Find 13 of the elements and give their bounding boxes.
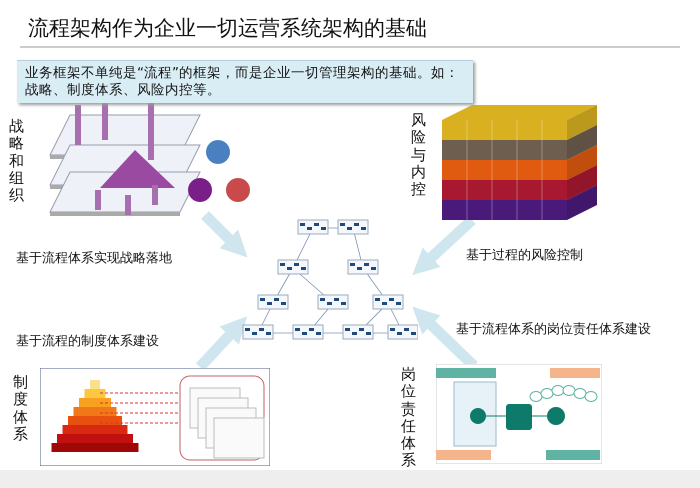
edge-label: 基于过程的风险控制 — [464, 246, 585, 264]
note-banner: 业务框架不单纯是“流程”的框架，而是企业一切管理架构的基础。如：战略、制度体系、风险内控等。 — [17, 60, 473, 103]
title: 流程架构作为企业一切运营系统架构的基础 — [28, 15, 427, 42]
vertical-label: 岗位责任体系 — [401, 366, 416, 470]
vertical-label: 制度体系 — [13, 374, 28, 443]
vertical-label: 风险与内控 — [411, 112, 426, 198]
policy-pyramid-drawing — [40, 368, 270, 466]
edge-label: 基于流程体系的岗位责任体系建设 — [454, 320, 653, 338]
arrow — [201, 211, 248, 258]
post-responsibility-drawing — [436, 364, 602, 464]
vertical-label: 战略和组织 — [9, 118, 24, 204]
edge-label: 基于流程体系实现战略落地 — [14, 249, 174, 267]
edge-label: 基于流程的制度体系建设 — [14, 332, 161, 350]
